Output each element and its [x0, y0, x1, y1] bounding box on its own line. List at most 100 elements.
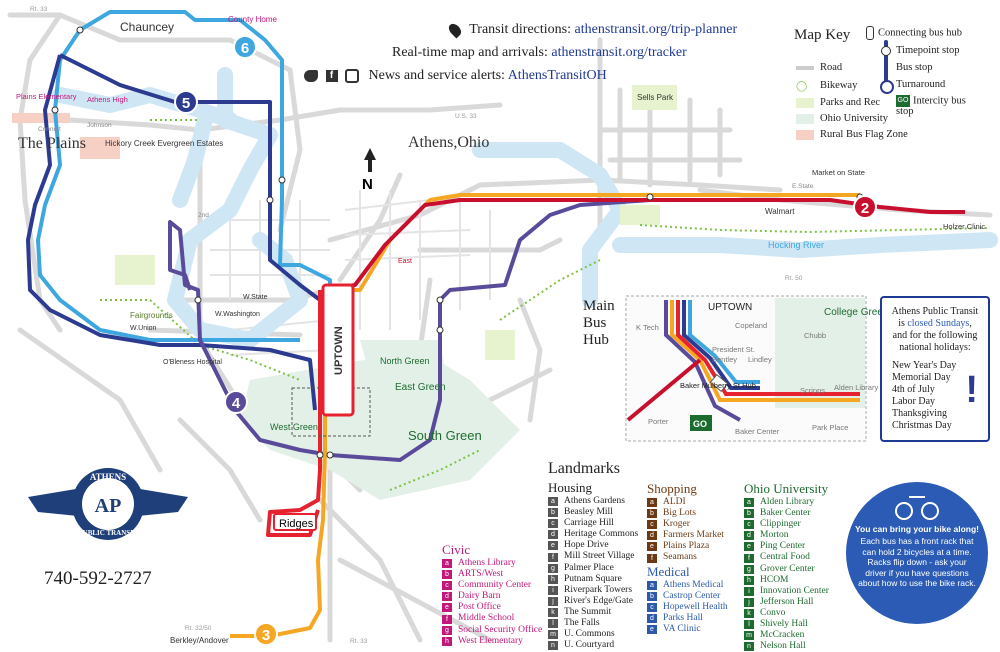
svg-text:5: 5 [182, 95, 190, 112]
svg-text:3: 3 [262, 627, 270, 644]
hub-label-president: President St. [712, 345, 755, 354]
landmark-name: Alden Library [760, 497, 815, 507]
landmark-name: Dairy Barn [458, 591, 501, 602]
landmark-name: Baker Center [760, 508, 811, 519]
label-hocking-river: Hocking River [768, 240, 824, 250]
facebook-icon[interactable]: f [325, 69, 338, 82]
label-sells-park: Sells Park [637, 93, 674, 102]
svg-text:4: 4 [232, 395, 241, 412]
route-5-badge: 5 [174, 90, 198, 114]
hub-label-baker-center: Baker Center [735, 427, 780, 436]
phone-number[interactable]: 740-592-2727 [44, 568, 152, 589]
road-network [7, 12, 993, 643]
hub-route-lightblue [688, 300, 760, 384]
landmark-code: c [744, 520, 754, 530]
landmark-code: h [744, 575, 754, 585]
landmark-code: k [744, 608, 754, 618]
landmark-code: b [647, 509, 657, 519]
key-bikeway-label: Bikeway [820, 80, 858, 91]
landmark-name: Grover Center [760, 563, 815, 574]
label-county-home: County Home [228, 15, 277, 24]
news-link[interactable]: AthensTransitOH [507, 68, 607, 83]
key-timepoint: Timepoint stop [896, 45, 960, 56]
directions-label: Transit directions: [469, 22, 575, 37]
road-line-icon [796, 65, 814, 70]
label-rt33-top: Rt. 33 [30, 6, 48, 13]
label-hickory: Hickory Creek Evergreen Estates [105, 139, 223, 148]
instagram-icon[interactable] [345, 68, 359, 83]
landmark-code: e [442, 603, 452, 613]
label-w-union: W.Union [130, 325, 157, 332]
map-key-title: Map Key [794, 27, 851, 43]
holiday-item: Christmas Day [892, 420, 952, 431]
hub-label-scripps: Scripps [800, 386, 825, 395]
hub-label-ktech: K Tech [636, 323, 659, 332]
landmark-code: b [442, 570, 452, 580]
landmark-name: Athens Library [458, 558, 516, 568]
trip-planner-link[interactable]: athenstransit.org/trip-planner [574, 22, 738, 37]
landmark-name: VA Clinic [663, 624, 701, 635]
label-west-green: West Green [270, 422, 318, 432]
landmark-code: a [647, 581, 657, 591]
route-4-line [168, 220, 331, 457]
route-4-badge: 4 [224, 390, 248, 414]
landmark-code: m [744, 631, 754, 641]
north-arrow-icon [364, 148, 376, 172]
key-parks: Parks and Rec [796, 97, 880, 108]
key-turnaround-dot [880, 80, 894, 94]
label-walmart: Walmart [765, 207, 795, 216]
route-5-west [26, 54, 317, 411]
landmark-name: Beasley Mill [564, 507, 613, 518]
svg-text:2: 2 [861, 200, 869, 217]
tracker-link[interactable]: athenstransit.org/tracker [551, 45, 687, 60]
landmark-name: U. Commons [564, 629, 615, 640]
location-pin-icon [446, 21, 464, 39]
key-road-label: Road [820, 62, 843, 73]
hub-route-darkred [626, 358, 702, 422]
landmark-code: b [744, 509, 754, 519]
ohio-university-area-north [360, 340, 450, 410]
uptown-hub-dashed [291, 387, 371, 437]
key-bikeway: ◯Bikeway [796, 80, 858, 92]
landmark-code: g [744, 564, 754, 574]
landmark-name: Hope Drive [564, 540, 609, 551]
label-east: East [398, 258, 412, 265]
landmark-name: Post Office [458, 602, 501, 613]
key-timepoint-dot [881, 46, 891, 56]
label-obleness: O'Bleness Hospital [163, 359, 222, 366]
housing-title: Housing [548, 480, 593, 495]
landmark-name: Parks Hall [663, 613, 703, 624]
route-4-east [329, 198, 651, 462]
landmark-code: e [744, 542, 754, 552]
notice-line1: Athens Public Transit [891, 306, 979, 317]
twitter-icon[interactable] [304, 69, 318, 82]
hub-label-park-place: Park Place [812, 423, 848, 432]
connecting-hub-icon [866, 26, 874, 40]
landmark-name: West Elementary [458, 635, 523, 646]
holiday-item: New Year's Day [892, 360, 957, 371]
label-rt33-bot: Rt. 33 [350, 638, 368, 645]
exclamation-icon: ! [965, 369, 978, 411]
holiday-item: Memorial Day [892, 372, 951, 383]
landmark-name: Central Food [760, 552, 810, 563]
shopping-title: Shopping [647, 481, 697, 496]
label-market-on-state: Market on State [812, 168, 865, 177]
